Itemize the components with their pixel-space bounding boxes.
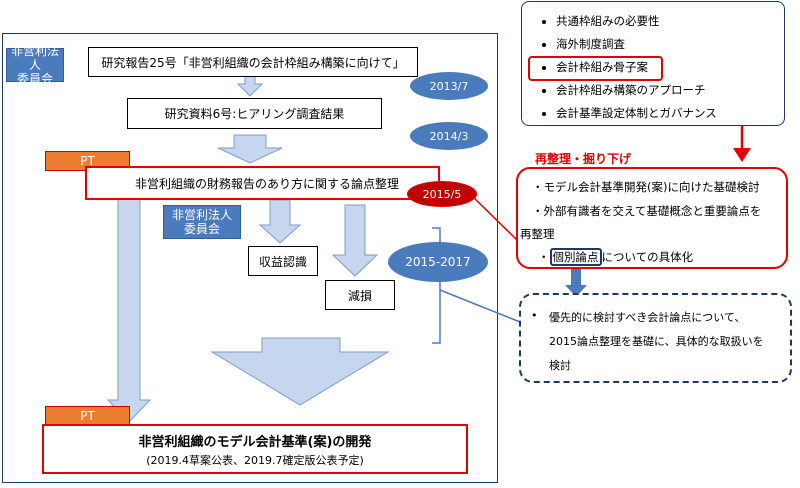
issues-text: 非営利組織の財務報告のあり方に関する論点整理 [135,176,400,191]
arrow-detail-dashed [565,267,587,297]
topic-item: 会計基準設定体制とガバナンス [556,102,784,125]
dashed-box: • 優先的に検討すべき会計論点について、 2015論点整理を基礎に、具体的な取扱… [519,293,792,383]
topic-list: 共通枠組みの必要性 海外制度調査 会計枠組み骨子案 会計枠組み構築のアプローチ … [522,10,784,125]
dashed-line3: 検討 [549,359,571,372]
date2-text: 2014/3 [429,129,469,143]
revenue-box: 収益認識 [248,246,318,276]
committee2-box: 非営利法人 委員会 [163,205,241,239]
date3-connector [469,193,518,241]
topic-item: 会計枠組み構築のアプローチ [556,79,784,102]
reorg-line4: ・個別論点についての具体化 [538,248,694,266]
report1-text: 研究報告25号「非営利組織の会計枠組み構築に向けて」 [101,55,405,70]
arrow-to-revenue [258,199,302,244]
arrow-pt-final [106,181,152,423]
report1-box: 研究報告25号「非営利組織の会計枠組み構築に向けて」 [88,47,418,77]
reorg-box: ・モデル会計基準開発(案)に向けた基礎検討 ・外部有識者を交えて基礎概念と重要論… [516,167,788,269]
arrow-report2-issues [217,134,283,164]
topic-item: 海外制度調査 [556,33,784,56]
issues-box: 非営利組織の財務報告のあり方に関する論点整理 [85,166,440,200]
reorg-line1: ・モデル会計基準開発(案)に向けた基礎検討 [532,180,760,194]
period-ellipse: 2015-2017 [388,242,488,282]
pt-label-bottom: PT [45,406,130,426]
topic-list-box: 共通枠組みの必要性 海外制度調査 会計枠組み骨子案 会計枠組み構築のアプローチ … [521,1,785,126]
date3-ellipse: 2015/5 [407,181,477,207]
final-sub: (2019.4草案公表、2019.7確定版公表予定) [146,453,364,467]
revenue-text: 収益認識 [258,254,307,269]
dashed-line1: 優先的に検討すべき会計論点について、 [549,311,746,324]
date2-ellipse: 2014/3 [410,122,488,150]
report2-text: 研究資料6号:ヒアリング調査結果 [164,107,345,121]
reorg-title: 再整理・掘り下げ [535,152,632,166]
period-text: 2015-2017 [405,255,471,269]
main-frame [2,33,498,483]
impairment-text: 減損 [347,288,372,303]
committee-label: 非営利法人 委員会 [10,44,59,86]
committee-box: 非営利法人 委員会 [6,44,64,86]
pt-text-top: PT [80,154,95,168]
date1-ellipse: 2013/7 [410,72,488,100]
arrow-to-impairment [331,204,379,277]
highlight-frame [528,56,663,81]
arrow-to-final [210,337,390,406]
period-connector [439,289,521,323]
highlight-arrowhead [733,148,751,162]
impairment-box: 減損 [325,280,395,310]
committee2-label: 非営利法人 委員会 [171,208,232,236]
pt-text-bottom: PT [80,409,95,423]
detail-issue-highlight: 個別論点 [549,248,602,266]
dashed-bullet: • [531,309,538,322]
topic-item: 共通枠組みの必要性 [556,10,784,33]
final-title: 非営利組織のモデル会計基準(案)の開発 [138,434,372,450]
report2-box: 研究資料6号:ヒアリング調査結果 [127,98,382,129]
date3-text: 2015/5 [422,187,462,201]
reorg-line2: ・外部有識者を交えて基礎概念と重要論点を [532,204,762,218]
arrow-report1-report2 [236,75,264,97]
final-box: 非営利組織のモデル会計基準(案)の開発 (2019.4草案公表、2019.7確定… [42,424,468,474]
dashed-line2: 2015論点整理を基礎に、具体的な取扱いを [549,335,764,348]
period-bracket [432,227,441,344]
topic-item-highlighted: 会計枠組み骨子案 [556,56,784,79]
reorg-line3: 再整理 [520,227,555,241]
date1-text: 2013/7 [429,79,469,93]
